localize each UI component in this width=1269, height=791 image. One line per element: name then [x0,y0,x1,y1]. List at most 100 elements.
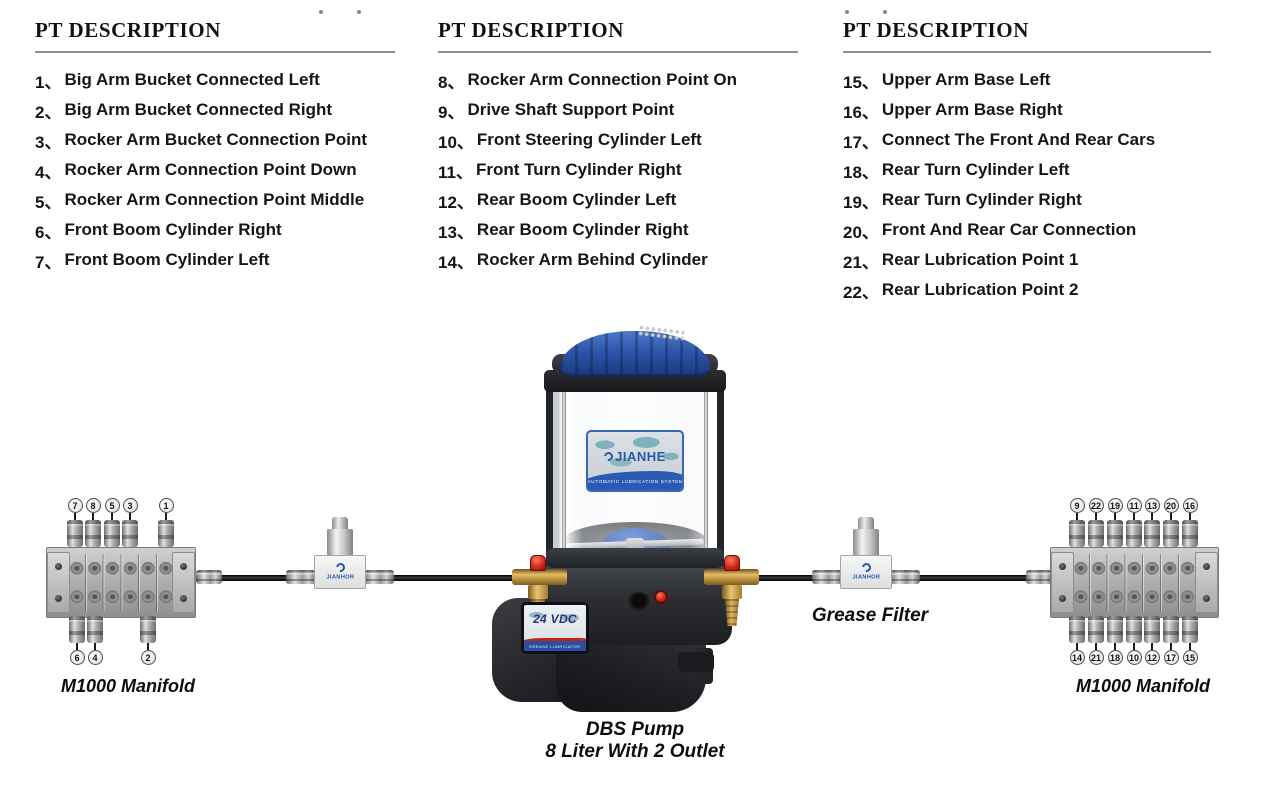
reservoir-brand-label: JIANHE AUTOMATIC LUBRICATION SYSTEM [586,430,684,492]
port-fitting [1182,520,1198,547]
left-manifold-label: M1000 Manifold [60,676,196,696]
legend-title: PT DESCRIPTION [35,18,221,42]
port-number-badge: 2 [140,650,156,665]
item-number: 16、 [843,102,879,122]
legend-item: 18、Rear Turn Cylinder Left [843,155,1215,185]
port-number-badge: 9 [1069,498,1085,513]
port-stem [129,513,131,520]
legend-item: 15、Upper Arm Base Left [843,65,1215,95]
item-text: Front Boom Cylinder Right [64,220,282,239]
filter-brand: JIANHOR [326,573,354,580]
item-text: Front Turn Cylinder Right [475,160,682,179]
legend-item: 3、Rocker Arm Bucket Connection Point [35,125,407,155]
manifold-port: 14 [1069,616,1085,665]
filter-cylinder [853,529,879,556]
pump-indicator-button [654,590,668,604]
filter-brand: JIANHOR [852,573,880,580]
port-fitting [1163,616,1179,643]
port-stem [1170,513,1172,520]
port-number-badge: 17 [1163,650,1179,665]
item-text: Upper Arm Base Left [881,70,1051,89]
item-number: 14、 [438,252,474,272]
item-number: 11、 [438,162,473,182]
brass-fitting-body [722,585,742,599]
reservoir-tie-rod [562,388,566,560]
port-number-badge: 19 [1107,498,1123,513]
legend-item: 14、Rocker Arm Behind Cylinder [438,245,810,275]
port-fitting [1144,520,1160,547]
label-red-wave [524,638,586,642]
legend-item: 22、Rear Lubrication Point 2 [843,275,1215,305]
item-text: Rear Lubrication Point 1 [881,250,1079,269]
port-fitting [1182,616,1198,643]
pump-caption-line1: DBS Pump [585,719,685,740]
item-text: Rocker Arm Connection Point Down [64,160,357,179]
item-text: Front And Rear Car Connection [881,220,1137,239]
reservoir-subtitle: AUTOMATIC LUBRICATION SYSTEM [587,478,683,485]
manifold-segments [1072,554,1197,611]
pump-port-hole [626,592,652,612]
port-stem [165,513,167,520]
red-protective-cap [530,555,546,571]
item-number: 13、 [438,222,474,242]
outlet-brass-fitting-right [704,569,759,585]
manifold-port: 9 [1069,498,1085,547]
item-text: Front Boom Cylinder Left [64,250,270,269]
legend-item: 2、Big Arm Bucket Connected Right [35,95,407,125]
port-stem [1189,643,1191,650]
item-text: Front Steering Cylinder Left [476,130,702,149]
filter-cylinder [327,529,353,556]
legend-column-3: PT DESCRIPTION 15、Upper Arm Base Left 16… [843,18,1215,305]
legend-item: 11、Front Turn Cylinder Right [438,155,810,185]
manifold-port: 7 [67,498,83,547]
port-number-badge: 7 [67,498,83,513]
port-fitting [69,616,85,643]
port-fitting [158,520,174,547]
item-number: 2、 [35,102,62,122]
left-manifold [46,547,196,618]
port-stem [1095,643,1097,650]
manifold-port: 5 [104,498,120,547]
port-fitting [1144,616,1160,643]
voltage-text: 24 VDC [533,612,577,626]
pipe-fitting [196,570,222,584]
item-number: 18、 [843,162,879,182]
item-number: 22、 [843,282,879,302]
port-fitting [1088,616,1104,643]
port-stem [1151,643,1153,650]
port-stem [92,513,94,520]
brass-fitting-body [528,585,548,599]
port-number-badge: 13 [1144,498,1160,513]
manifold-port: 15 [1182,616,1198,665]
port-number-badge: 15 [1182,650,1198,665]
legend-underline [35,51,395,53]
item-text: Upper Arm Base Right [881,100,1063,119]
manifold-port: 6 [69,616,85,665]
pump-caption-line2: 8 Liter With 2 Outlet [545,741,725,762]
legend-items: 8、Rocker Arm Connection Point On 9、Drive… [438,65,810,275]
item-text: Rear Turn Cylinder Left [881,160,1070,179]
item-text: Rocker Arm Behind Cylinder [476,250,708,269]
item-number: 6、 [35,222,62,242]
port-stem [1133,643,1135,650]
motor-voltage-label: 24 VDC GREASE LUBRICATOR [521,602,589,654]
pipe-fitting [812,570,842,584]
manifold-port: 11 [1126,498,1142,547]
grease-filter-label: Grease Filter [811,605,929,626]
legend-title: PT DESCRIPTION [438,18,624,42]
port-number-badge: 4 [87,650,103,665]
reservoir-blue-cap [560,331,710,377]
legend-item: 8、Rocker Arm Connection Point On [438,65,810,95]
filter-screw [845,10,849,14]
legend-item: 12、Rear Boom Cylinder Left [438,185,810,215]
reservoir-brand-text: JIANHE [615,449,666,464]
item-number: 1、 [35,72,62,92]
item-text: Rear Turn Cylinder Right [881,190,1082,209]
port-number-badge: 3 [122,498,138,513]
brand-row: JIANHE [588,449,682,464]
legend-column-2: PT DESCRIPTION 8、Rocker Arm Connection P… [438,18,810,275]
port-stem [1095,513,1097,520]
item-number: 9、 [438,102,465,122]
port-stem [1151,513,1153,520]
legend-underline [843,51,1211,53]
